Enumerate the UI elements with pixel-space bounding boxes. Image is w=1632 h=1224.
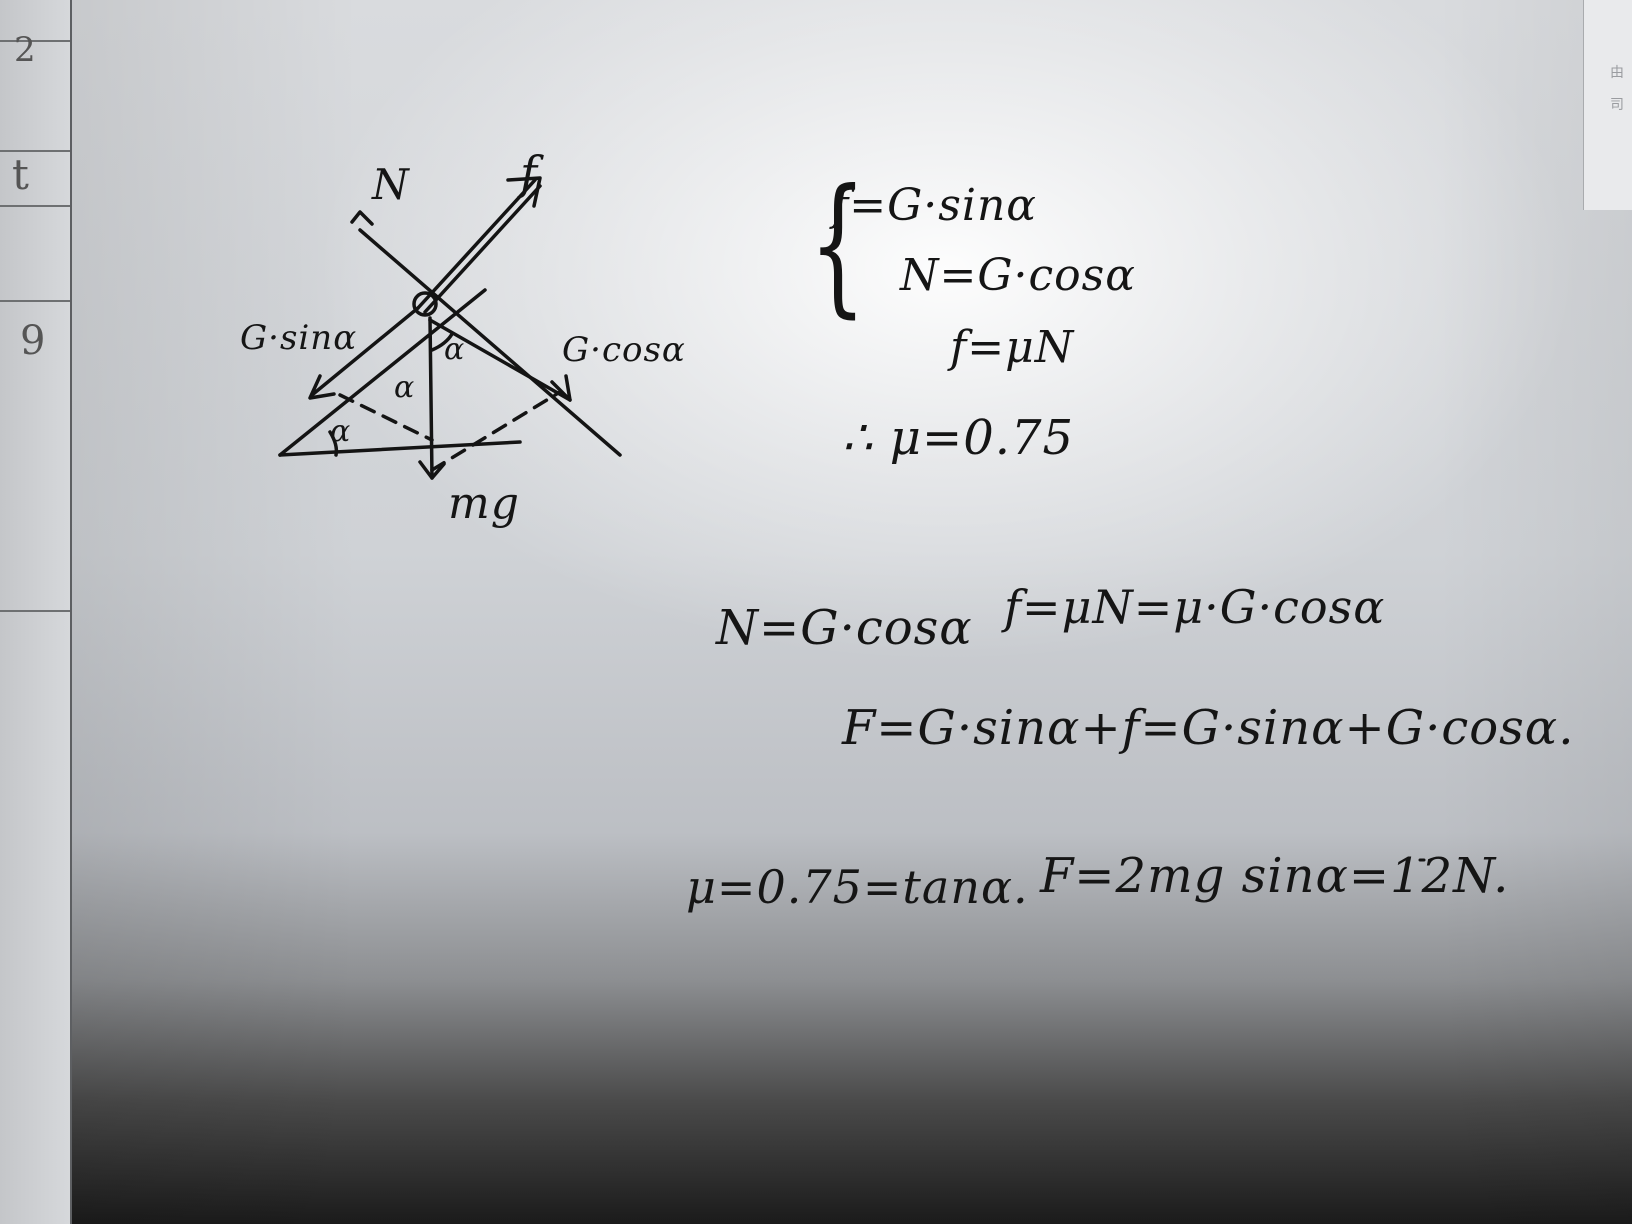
adjacent-printed-sheet: 由 司 (1583, 0, 1632, 210)
equation-force-sum: F=G·sinα+f=G·sinα+G·cosα. (842, 700, 1575, 756)
equation-friction-line: f=μN=μ·G·cosα (1004, 580, 1386, 634)
ruled-line (0, 150, 70, 152)
label-angle-right: α (444, 332, 466, 367)
system-brace: { (809, 158, 867, 332)
friction-arrowhead (506, 176, 542, 208)
dashed-projection-line (338, 393, 434, 442)
printed-fragment: 司 (1610, 97, 1624, 113)
perpendicular-arrowhead (550, 374, 572, 402)
equation-mu-result: ∴ μ=0.75 (842, 410, 1075, 466)
object-point (412, 291, 438, 317)
edge-fragment-digit: 2 (14, 30, 36, 70)
normal-direction-line (358, 228, 622, 457)
adjacent-notebook-edge: 2 t 9 (0, 0, 72, 1224)
friction-arrow-shaft (416, 178, 537, 310)
equation-normal-line: N=G·cosα (716, 600, 973, 656)
ruled-line (0, 40, 70, 42)
equation-friction-mu: f=μN (950, 322, 1075, 373)
ground-line (278, 440, 522, 457)
ruled-line (0, 300, 70, 302)
label-angle-incline: α (330, 414, 352, 449)
label-normal-force: N (372, 160, 410, 209)
label-gravity: mg (448, 478, 520, 529)
ruled-line (0, 610, 70, 612)
equation-force-result: F=2mg sinα=12N. (1040, 848, 1510, 904)
friction-arrow-shaft-double (423, 184, 542, 314)
parallel-arrowhead (308, 374, 336, 400)
label-friction-force: f (520, 146, 539, 200)
equation-normal-equals: N=G·cosα (900, 250, 1136, 301)
printed-fragment: 由 (1610, 65, 1624, 81)
label-angle-center: α (394, 370, 416, 405)
edge-fragment-letter: t (12, 150, 29, 199)
equation-mu-tan: μ=0.75=tanα. (686, 860, 1029, 914)
label-parallel-component: G·sinα (240, 318, 358, 358)
gravity-line (428, 316, 434, 480)
ruled-line (0, 205, 70, 207)
angle-arc-incline (328, 430, 339, 457)
edge-fragment-digit: 9 (20, 318, 46, 364)
equation-friction-equals: f=G·sinα (832, 180, 1037, 231)
gravity-arrowhead (418, 460, 446, 480)
parallel-component-arrow (310, 306, 420, 397)
incline-surface-line (278, 288, 487, 457)
label-perpendicular-component: G·cosα (562, 330, 686, 370)
angle-arc-center (430, 332, 454, 352)
normal-arrowhead (350, 210, 374, 226)
dashed-projection-line (430, 390, 562, 472)
